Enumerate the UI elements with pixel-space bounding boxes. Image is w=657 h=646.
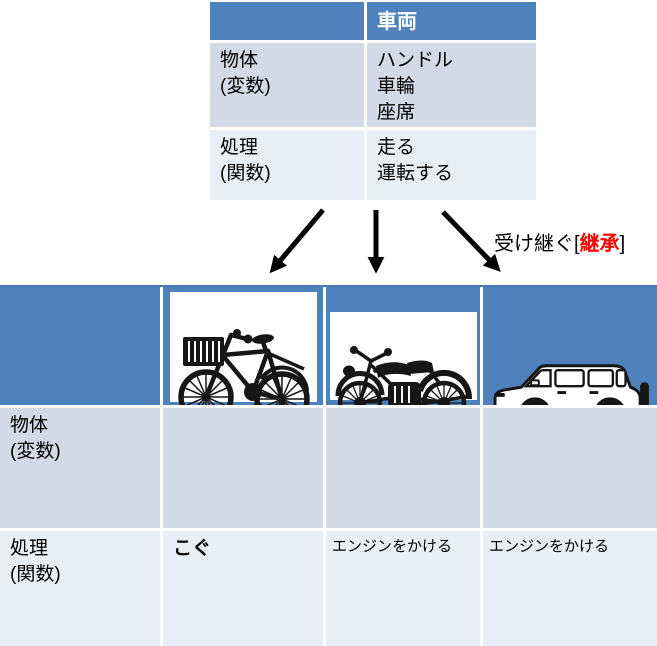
car-image — [493, 363, 649, 405]
child-variables-label: 物体 (変数) — [0, 408, 160, 528]
arrow-to-bicycle-icon — [269, 208, 325, 274]
bicycle-variables-cell — [163, 408, 323, 528]
car-functions-cell: エンジンをかける — [483, 531, 657, 646]
parent-class-table: 車両 物体 (変数) ハンドル 車輪 座席 処理 (関数) 走る 運転する — [210, 2, 536, 200]
parent-variables-label: 物体 (変数) — [210, 43, 364, 127]
parent-table-title-cell: 車両 — [367, 2, 536, 40]
car-variables-cell — [483, 408, 657, 528]
arrow-to-car-icon — [441, 210, 501, 272]
child-functions-label: 処理 (関数) — [0, 531, 160, 646]
inheritance-label: 受け継ぐ[継承] — [494, 227, 625, 256]
child-header-car — [483, 287, 657, 405]
motorcycle-functions-cell: エンジンをかける — [326, 531, 480, 646]
motorcycle-variables-cell — [326, 408, 480, 528]
motorcycle-image — [335, 345, 473, 405]
parent-table-corner-cell — [210, 2, 364, 40]
child-header-bicycle — [163, 287, 323, 405]
inheritance-label-highlight: 継承 — [579, 233, 620, 255]
parent-functions-label: 処理 (関数) — [210, 130, 364, 200]
bicycle-functions-cell: こぐ — [163, 531, 323, 646]
child-classes-table: 物体 (変数) 処理 (関数) こぐ エンジンをかける エンジンをかける — [0, 287, 657, 646]
bicycle-image — [178, 328, 310, 405]
inheritance-label-suffix: ] — [619, 233, 626, 255]
child-table-corner-cell — [0, 287, 160, 405]
child-table-top-border — [0, 285, 657, 287]
parent-functions-value: 走る 運転する — [367, 130, 536, 200]
child-header-motorcycle — [326, 287, 480, 405]
inheritance-label-prefix: 受け継ぐ[ — [494, 233, 580, 255]
parent-variables-value: ハンドル 車輪 座席 — [367, 43, 536, 127]
